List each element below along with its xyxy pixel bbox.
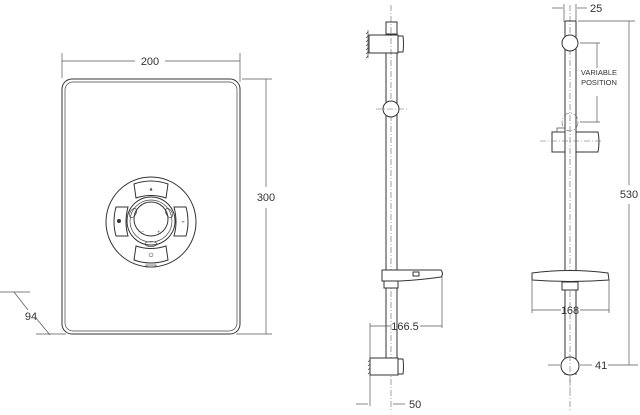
control-dial[interactable]: ▲ ⏻ ≡ − + [105, 176, 197, 268]
variable-label-line1: VARIABLE [581, 68, 617, 77]
top-bracket-ball [561, 34, 579, 52]
bottom-wall-bracket [367, 357, 404, 376]
control-button-top[interactable] [133, 180, 169, 199]
soap-dish-front [531, 270, 610, 291]
control-button-right[interactable] [173, 206, 189, 237]
shower-panel-inner [64, 81, 238, 332]
plus-mark: + [157, 229, 160, 234]
knob-tab-right [165, 208, 173, 218]
knob-outer [126, 196, 176, 246]
bracket-knob [398, 35, 404, 53]
menu-icon: ≡ [181, 219, 184, 224]
width-label: 200 [141, 56, 159, 68]
knob-tab-left [129, 208, 137, 218]
length-label: 530 [620, 189, 638, 201]
height-dimension: 300 [236, 78, 275, 335]
shower-panel-outer [61, 78, 241, 335]
variable-label-line2: POSITION [581, 78, 617, 87]
soap-dish-clip [412, 271, 420, 277]
soap-dish-width-label: 168 [561, 305, 579, 317]
control-button-bottom[interactable] [133, 245, 169, 264]
handset-holder[interactable] [540, 127, 602, 153]
indicator-strip [145, 264, 157, 268]
soap-dish-body [381, 269, 443, 282]
height-label: 300 [257, 192, 275, 204]
holder-tab [556, 127, 566, 133]
top-wall-bracket [365, 30, 404, 59]
up-arrow-icon: ▲ [149, 186, 153, 191]
dot-icon [117, 219, 121, 223]
rail-front-view: 25 VARIABLE POSITION [531, 3, 638, 412]
offset-label: 166.5 [391, 321, 419, 333]
control-button-left[interactable] [113, 206, 129, 237]
depth-dimension: 94 [0, 291, 66, 336]
soap-dish-collar [383, 280, 399, 289]
holder-left [551, 131, 566, 153]
front-view: 200 300 94 ▲ ⏻ [0, 53, 275, 336]
soap-dish-width-dimension: 168 [531, 280, 610, 317]
bracket-body [369, 357, 399, 376]
wall-clearance-label: 50 [409, 399, 421, 411]
minus-mark: − [141, 229, 144, 234]
variable-position-dimension: VARIABLE POSITION [580, 42, 617, 123]
top-cap [385, 21, 398, 35]
bracket-diameter-dimension: 41 [548, 360, 638, 372]
bracket-knob [398, 358, 404, 375]
depth-label: 94 [25, 311, 37, 323]
knob-ring [129, 199, 173, 243]
wall-hatch [365, 31, 369, 59]
bracket-body [368, 34, 399, 54]
soap-dish-body [531, 270, 610, 282]
holder-right [575, 131, 600, 153]
soap-dish-collar [561, 281, 579, 291]
rail-diameter-label: 25 [590, 3, 602, 15]
soap-dish-side [381, 269, 443, 289]
offset-dimension: 166.5 [369, 275, 443, 406]
length-dimension: 530 [578, 20, 638, 365]
bracket-diameter-label: 41 [595, 360, 607, 372]
power-icon: ⏻ [149, 252, 154, 259]
wall-hatch [367, 359, 371, 375]
width-dimension: 200 [61, 53, 241, 82]
wall-clearance-dimension: 50 [356, 399, 421, 411]
knob-tab-bottom [144, 241, 158, 247]
side-view: 166.5 50 [356, 5, 443, 412]
slider-ghost [561, 112, 579, 132]
knob-centre[interactable] [133, 201, 169, 237]
rail-diameter-dimension: 25 [552, 3, 602, 22]
